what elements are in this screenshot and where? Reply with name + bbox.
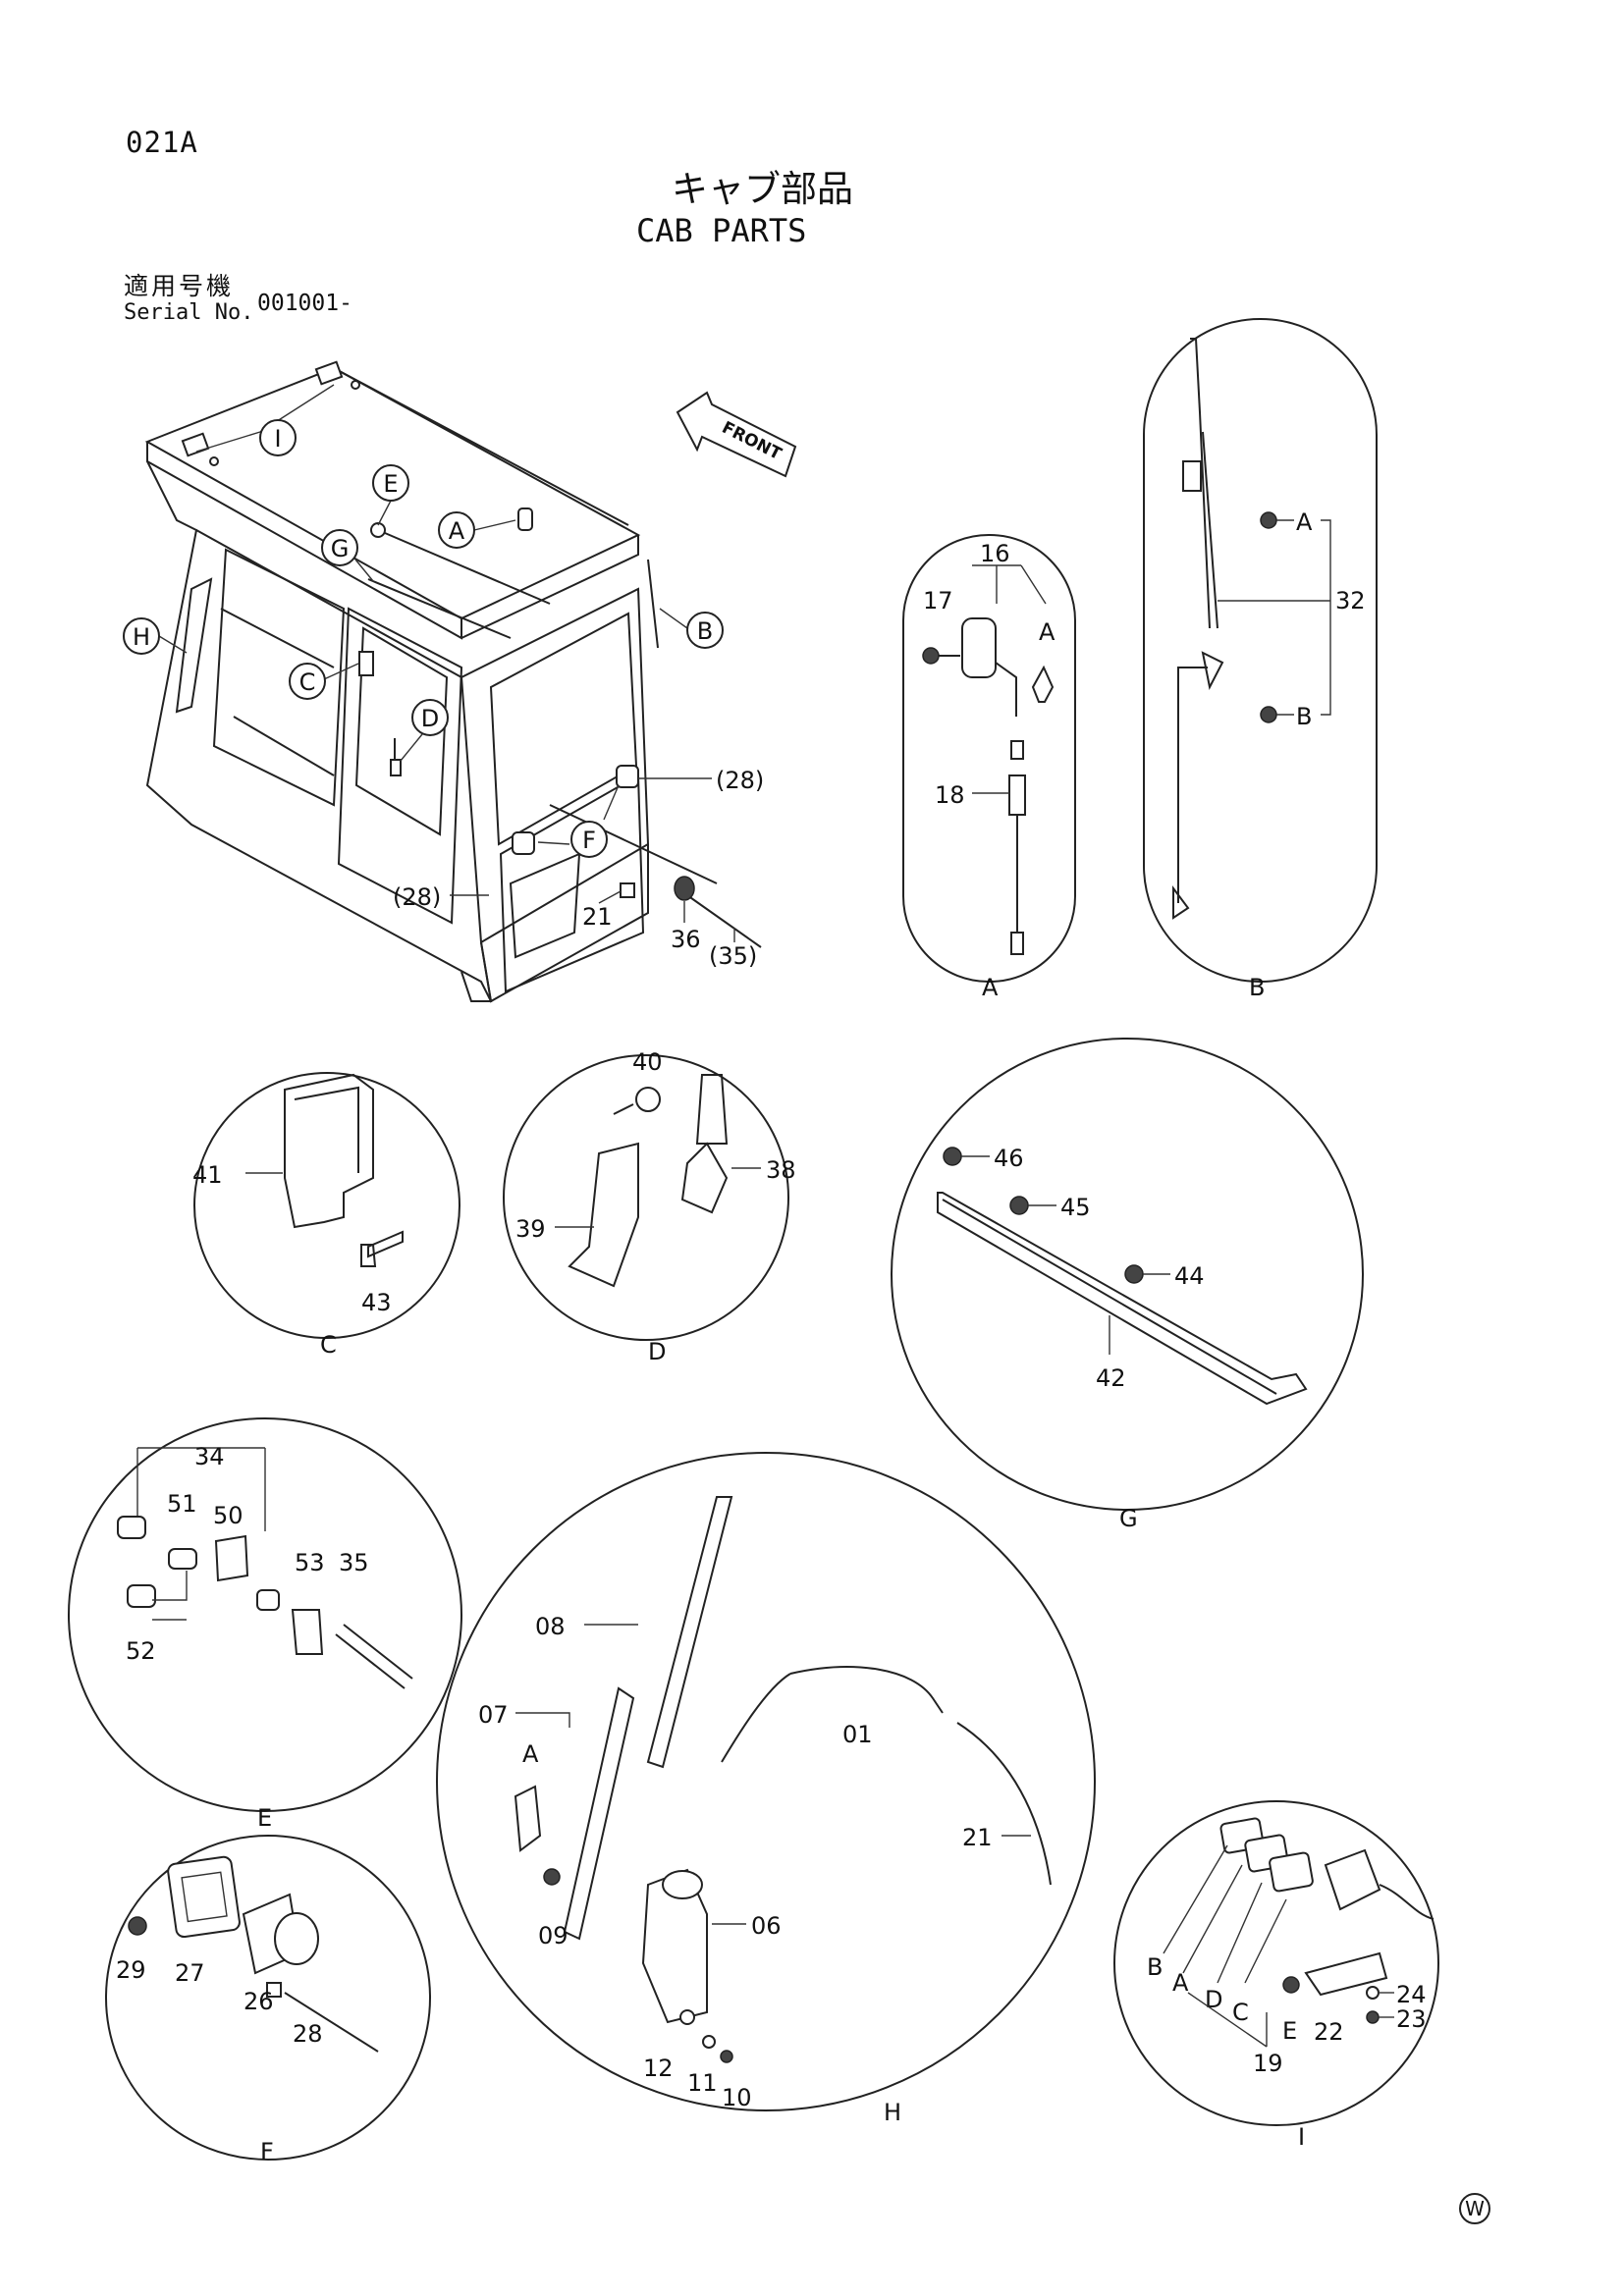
detail-D: 40 38 39 D <box>503 1048 796 1365</box>
part-A-ref-H: A <box>522 1740 539 1768</box>
detail-G: 46 45 44 42 G <box>891 1038 1364 1532</box>
detail-E-label: E <box>257 1804 272 1832</box>
part-43: 43 <box>361 1289 392 1316</box>
part-A-ref-I: A <box>1172 1969 1189 1997</box>
callout-E-label: E <box>383 470 398 498</box>
detail-F-label: F <box>260 2138 274 2165</box>
part-35-E: 35 <box>339 1549 369 1576</box>
part-09: 09 <box>538 1922 568 1949</box>
part-42: 42 <box>1096 1364 1126 1392</box>
part-39: 39 <box>515 1215 546 1243</box>
part-12: 12 <box>643 2055 674 2082</box>
part-A-ref-B: A <box>1296 508 1313 536</box>
callout-D-label: D <box>421 705 439 732</box>
detail-D-label: D <box>648 1338 666 1365</box>
part-29: 29 <box>116 1956 146 1984</box>
part-28-F: 28 <box>293 2020 323 2048</box>
callout-G-label: G <box>331 535 350 562</box>
detail-C: 41 43 C <box>192 1072 460 1359</box>
part-46: 46 <box>994 1145 1024 1172</box>
part-E-ref-I: E <box>1282 2017 1297 2045</box>
part-B-ref-B: B <box>1296 703 1312 730</box>
part-06: 06 <box>751 1912 782 1940</box>
part-B-ref-I: B <box>1147 1953 1163 1981</box>
part-24: 24 <box>1396 1981 1427 2008</box>
part-08: 08 <box>535 1613 566 1640</box>
part-34: 34 <box>194 1443 225 1470</box>
part-26: 26 <box>244 1988 274 2015</box>
part-21-H: 21 <box>962 1824 993 1851</box>
detail-I-label: I <box>1298 2123 1305 2151</box>
watermark-mark: W <box>1459 2193 1490 2224</box>
detail-F: 29 27 26 28 F <box>105 1835 431 2165</box>
front-direction-arrow: FRONT <box>676 391 797 478</box>
part-44: 44 <box>1174 1262 1205 1290</box>
title-japanese: キャブ部品 <box>672 168 853 210</box>
part-38: 38 <box>766 1156 796 1184</box>
part-23: 23 <box>1396 2005 1427 2033</box>
detail-A-label: A <box>982 974 999 1001</box>
part-27: 27 <box>175 1959 205 1987</box>
detail-E: 34 51 50 53 35 52 E <box>68 1417 462 1832</box>
part-52: 52 <box>126 1637 156 1665</box>
part-A-ref: A <box>1039 618 1056 646</box>
detail-B: A B 32 B <box>1143 318 1378 1001</box>
part-22: 22 <box>1314 2018 1344 2046</box>
cab-overview <box>144 360 762 1003</box>
part-41: 41 <box>192 1161 223 1189</box>
ref-21-main: 21 <box>582 903 613 931</box>
part-50: 50 <box>213 1502 244 1529</box>
callout-I <box>259 419 297 456</box>
part-C-ref-I: C <box>1232 1999 1249 2026</box>
part-01: 01 <box>842 1721 873 1748</box>
detail-G-label: G <box>1119 1505 1138 1532</box>
part-32: 32 <box>1335 587 1366 614</box>
detail-H-label: H <box>884 2099 901 2126</box>
detail-A: 16 17 A 18 A <box>902 534 1076 1001</box>
part-53: 53 <box>295 1549 325 1576</box>
detail-I: B A D C E 22 24 23 19 I <box>1113 1800 1439 2151</box>
callout-H-label: H <box>133 623 150 651</box>
serial-label-english: Serial No. <box>124 300 254 325</box>
part-51: 51 <box>167 1490 197 1518</box>
part-45: 45 <box>1060 1194 1091 1221</box>
callout-F-label: F <box>582 827 596 854</box>
part-11: 11 <box>687 2069 718 2097</box>
callout-C-label: C <box>299 668 316 696</box>
detail-C-label: C <box>320 1331 337 1359</box>
callout-A-label: A <box>449 517 465 545</box>
ref-35-main: (35) <box>709 942 757 970</box>
part-16: 16 <box>980 540 1010 567</box>
part-D-ref-I: D <box>1205 1986 1222 2013</box>
detail-B-label: B <box>1249 974 1265 1001</box>
ref-28-right: (28) <box>716 767 764 794</box>
part-07: 07 <box>478 1701 509 1729</box>
detail-H: 08 07 A 01 21 06 09 12 11 10 H <box>436 1452 1096 2126</box>
ref-28-left: (28) <box>393 883 441 911</box>
part-19: 19 <box>1253 2050 1283 2077</box>
page-code: 021A <box>126 126 198 159</box>
cab-callouts: I E A G B H C D F (28) (28) 21 36 <box>123 384 764 970</box>
callout-I-label: I <box>274 425 281 453</box>
part-40: 40 <box>632 1048 663 1076</box>
callout-B-label: B <box>697 617 713 645</box>
part-10: 10 <box>722 2084 752 2111</box>
ref-36-main: 36 <box>671 926 701 953</box>
part-18: 18 <box>935 781 965 809</box>
part-17: 17 <box>923 587 953 614</box>
title-english: CAB PARTS <box>636 212 807 249</box>
serial-label-japanese: 適用号機 <box>124 272 235 300</box>
serial-number-value: 001001- <box>257 291 352 316</box>
